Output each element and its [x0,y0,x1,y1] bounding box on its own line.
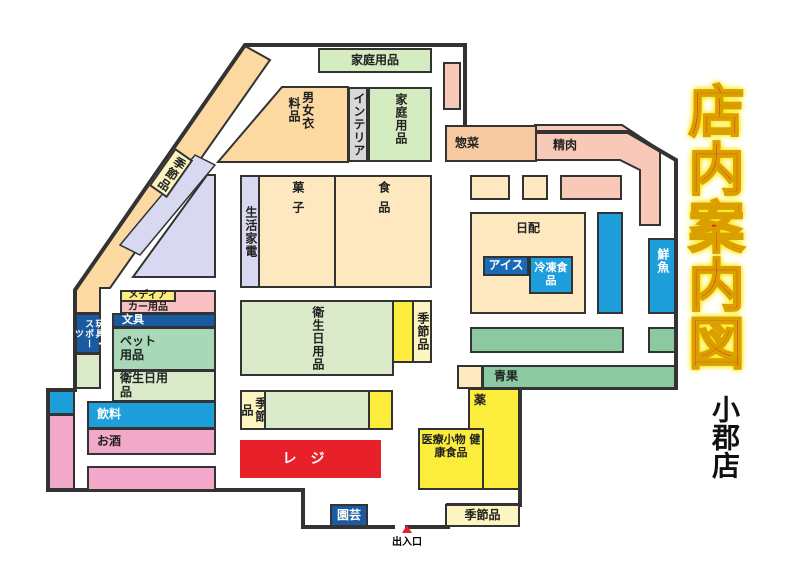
section-car[interactable]: カー用品 [128,301,168,313]
section-interior[interactable]: インテリア [348,87,368,162]
section-ice[interactable]: アイス [483,256,529,276]
section-meat[interactable]: 精肉 [552,137,577,152]
section-pet[interactable]: ペット用品 [112,327,216,371]
shelf-yellow-2 [368,390,393,430]
section-alcohol[interactable]: お酒 [87,428,216,455]
section-medical[interactable]: 医療小物 健康食品 [418,428,484,490]
shelf-fish-center [597,212,623,314]
appliance-zone [131,174,216,278]
shelf-small-3 [560,175,622,200]
shelf-small-2 [522,175,548,200]
produce-shelf-right [648,327,676,353]
section-frozen[interactable]: 冷凍食品 [529,256,573,294]
section-fish[interactable]: 鮮魚 [648,238,676,314]
section-small-pink [443,62,461,110]
section-appliances[interactable]: 生活家電 [240,175,260,288]
meat-zone [534,124,661,226]
section-hygiene[interactable]: 衛生日用品 [240,300,394,376]
section-hygiene-2[interactable]: 衛生日用品 [112,370,216,402]
section-deli[interactable]: 惣菜 [445,125,537,162]
shelf-cosmetics [264,390,370,430]
section-household-goods[interactable]: 家庭用品 [318,48,432,73]
shelf-small-4 [457,365,483,389]
shelf-alcohol-2 [87,466,216,491]
section-food[interactable]: 食品 [334,175,432,288]
entrance[interactable]: 出入口 [386,525,428,548]
shelf-green-left [75,353,101,389]
section-seasonal-2[interactable]: 季節品 [240,390,268,430]
section-seasonal-1[interactable]: 季節品 [412,300,432,363]
shelf-yellow [392,300,414,363]
section-media[interactable]: メディア [120,290,176,302]
section-stationery[interactable]: 文具 [112,313,216,328]
section-snacks[interactable]: 菓子 [258,175,336,288]
shelf-small-1 [470,175,510,200]
section-seasonal-3[interactable]: 季節品 [445,504,520,527]
shelf-pink-left [48,414,75,490]
section-produce[interactable]: 青果 [482,365,676,389]
map-title: 店内案内図 [678,81,745,373]
entrance-arrow-icon [402,525,412,533]
section-clothing[interactable]: 男女衣料品 [287,90,315,130]
section-toys[interactable]: 玩具・スポーツ [73,313,104,354]
branch-name: 小郡店 [708,395,741,479]
register[interactable]: レジ [240,440,381,478]
section-drinks[interactable]: 飲料 [87,401,216,429]
produce-shelf [470,327,624,353]
section-garden[interactable]: 園芸 [330,504,368,527]
section-home-goods[interactable]: 家庭用品 [368,87,432,162]
diagonal-lavender-strip [118,154,217,256]
shelf-blue-left [48,390,75,415]
clothing-zone [215,86,349,163]
